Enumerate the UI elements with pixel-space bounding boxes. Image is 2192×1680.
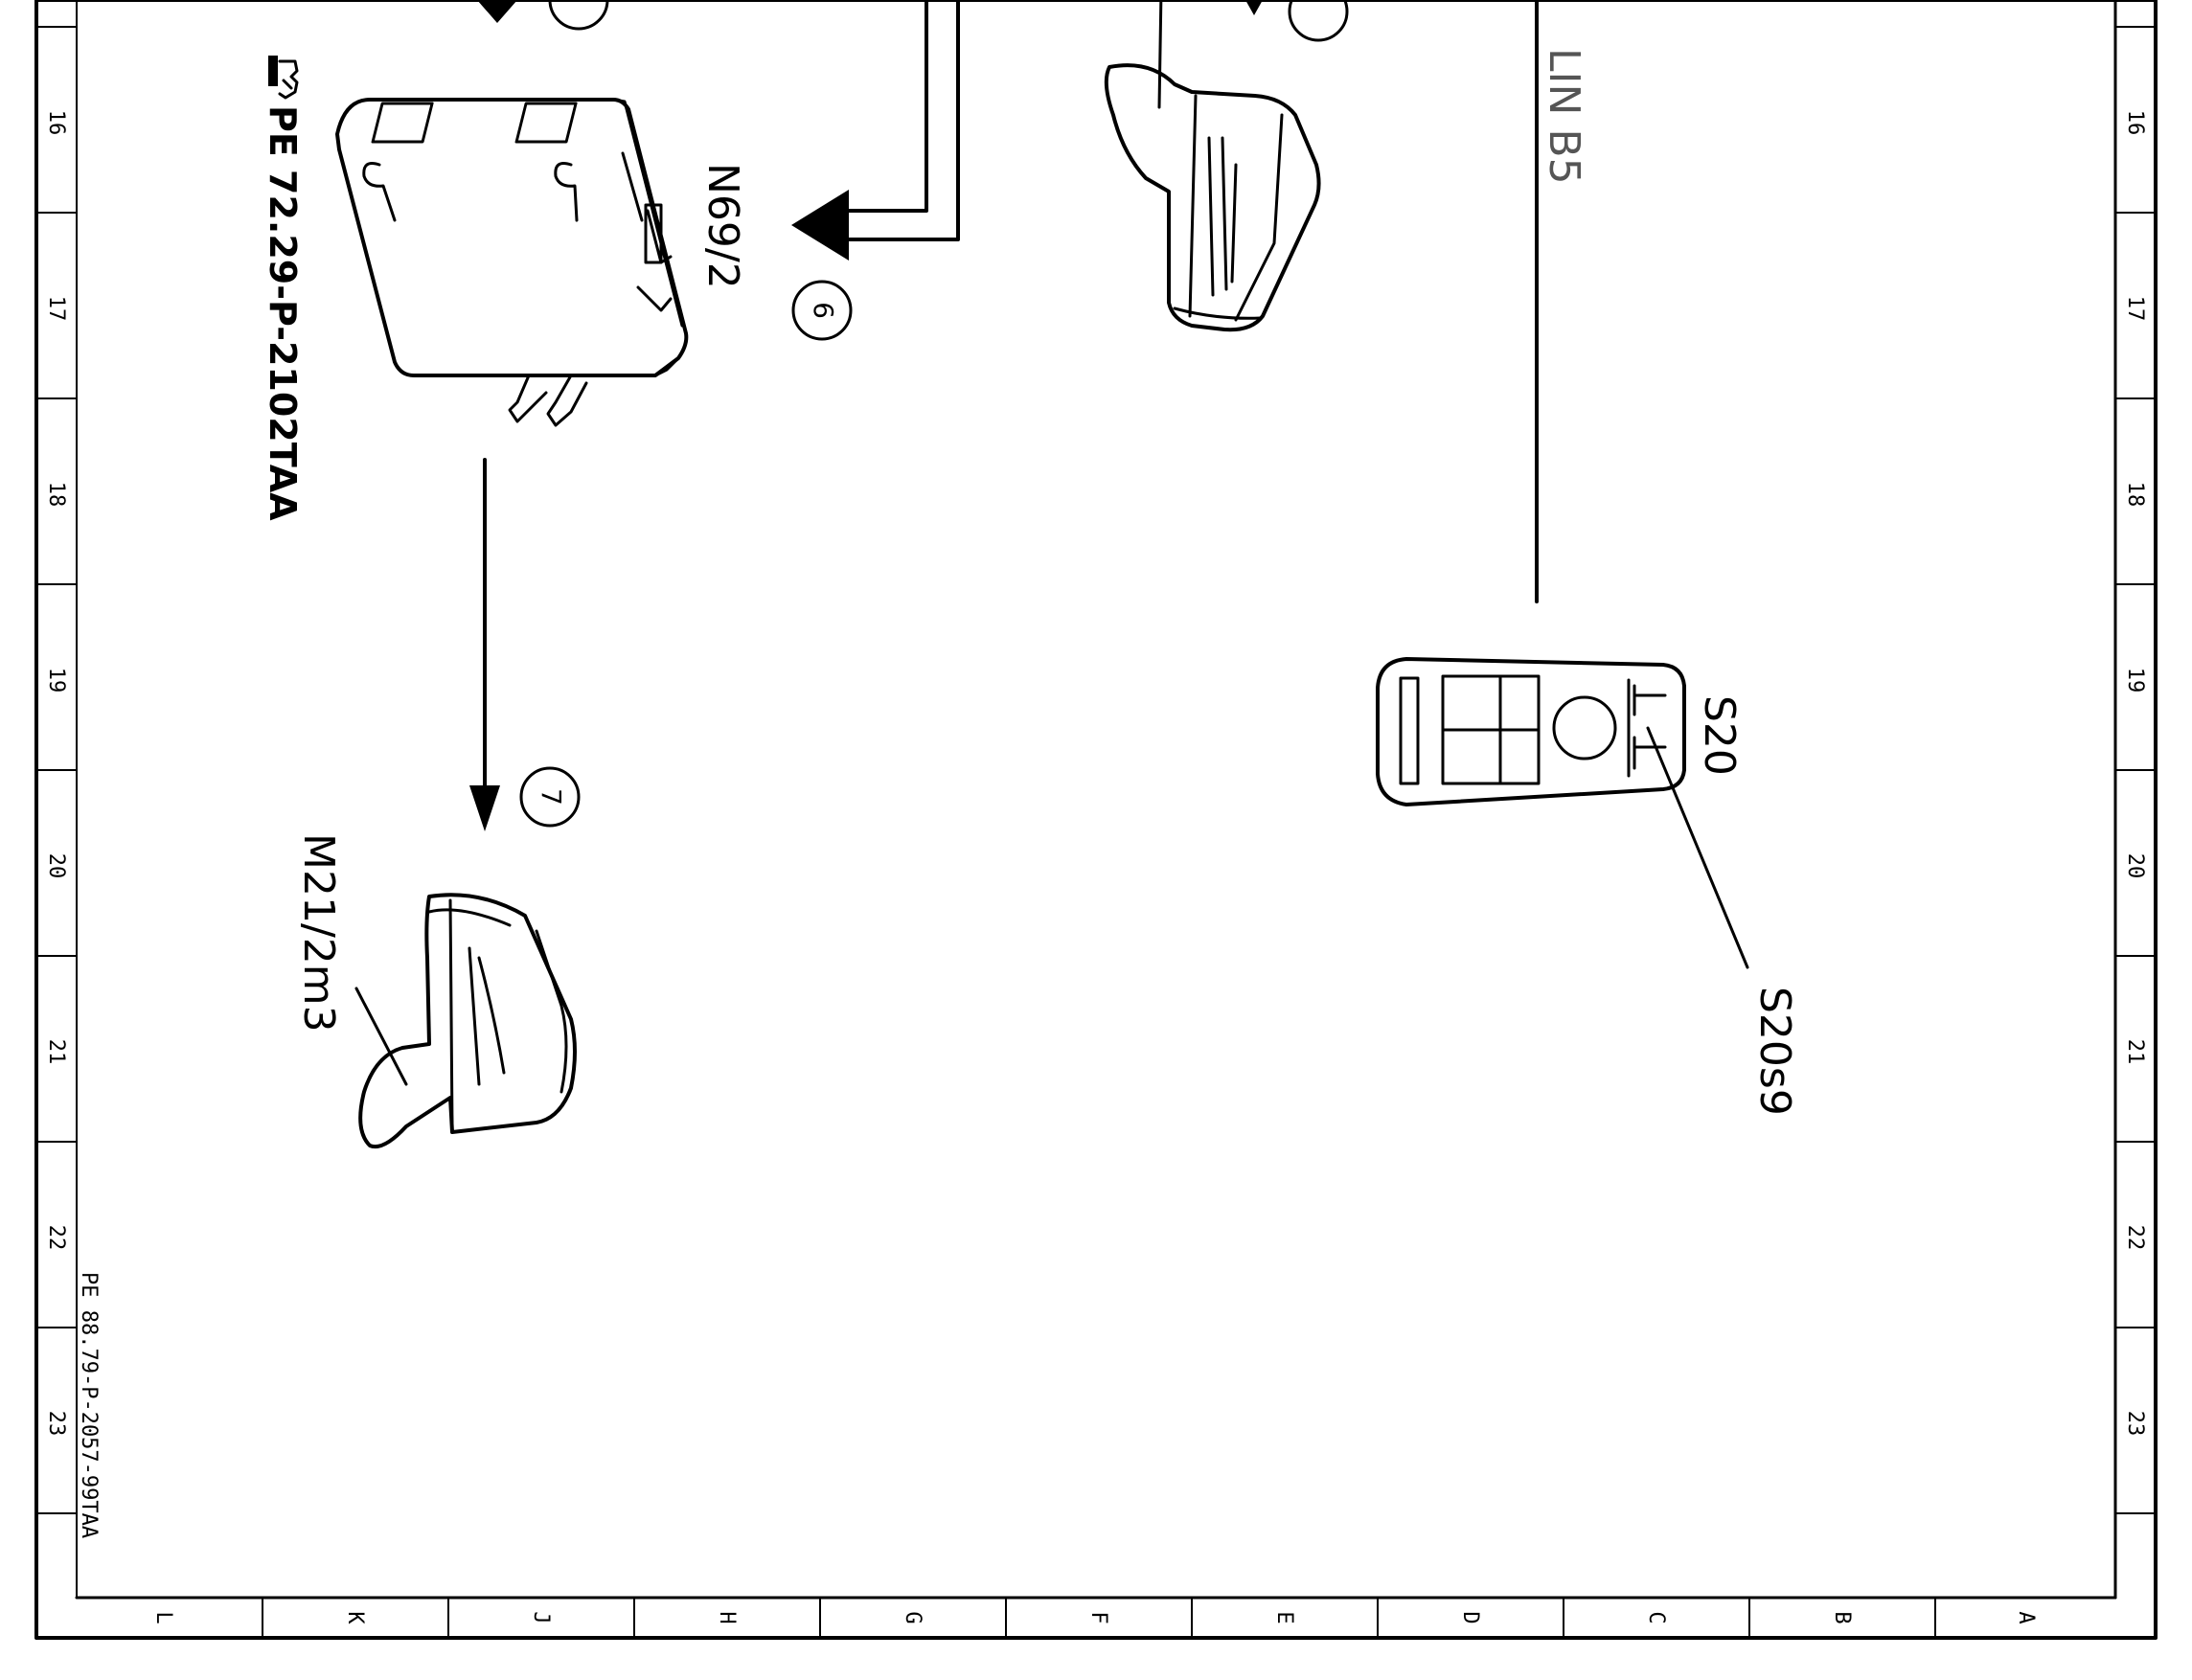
arrow-head-icon (469, 785, 500, 831)
row-number: 17 (2123, 296, 2147, 322)
column-letter: B (1830, 1611, 1854, 1623)
row-number: 19 (2123, 668, 2147, 693)
column-letter: D (1458, 1611, 1482, 1623)
wire-to-mirror-lower (469, 458, 500, 831)
row-number: 16 (44, 110, 68, 136)
row-number: 16 (2123, 110, 2147, 136)
column-letter: E (1272, 1611, 1296, 1623)
column-letter: K (343, 1611, 367, 1624)
row-number: 19 (44, 668, 68, 693)
row-number: 22 (2123, 1225, 2147, 1251)
document-reference: PE 88.79-P-2057-99TAA (77, 1272, 101, 1538)
row-number: 21 (2123, 1039, 2147, 1065)
row-number: 22 (44, 1225, 68, 1251)
row-number: 18 (2123, 482, 2147, 508)
arrow-head-icon (791, 190, 849, 261)
lin-bus-label: LIN B5 (1540, 48, 1588, 185)
row-number: 23 (44, 1411, 68, 1437)
top-partial-shapes (477, 0, 1349, 42)
column-dividers (262, 1597, 1936, 1639)
mirror-upper (1104, 0, 1321, 332)
switch-block-label: S20 (1695, 695, 1744, 776)
column-letter: H (715, 1611, 739, 1623)
switch-block-s20 (1376, 657, 1686, 806)
column-letters: L K J H G F E D C B A (151, 1611, 2038, 1624)
reference-pointer-icon (268, 56, 299, 100)
mirror-leader-line (354, 987, 408, 1086)
row-number: 20 (2123, 853, 2147, 879)
row-number: 20 (44, 853, 68, 879)
mirror-m21-2m3 (358, 893, 577, 1148)
row-number: 18 (44, 482, 68, 508)
wire-to-control-unit (791, 0, 960, 261)
column-letter: F (1086, 1611, 1110, 1623)
control-unit-label: N69/2 (698, 163, 747, 289)
control-unit-n69-2 (335, 98, 689, 427)
mirror-lower-label: M21/2m3 (294, 833, 343, 1033)
switch-button-label: S20s9 (1750, 987, 1799, 1116)
control-unit-reference: PE 72.29-P-2102TAA (262, 105, 304, 521)
callout-6: 6 (791, 280, 853, 341)
callout-7-lower: 7 (519, 766, 581, 828)
column-letter: G (901, 1611, 925, 1623)
switch-leader-line (1646, 726, 1749, 969)
column-letter: C (1644, 1611, 1668, 1623)
row-number: 21 (44, 1039, 68, 1065)
callout-number: 7 (536, 788, 567, 806)
column-letter: J (529, 1611, 553, 1623)
row-numbers-right: 16 17 18 19 20 21 22 23 (2123, 110, 2147, 1437)
row-numbers-left: 16 17 18 19 20 21 22 23 (44, 110, 68, 1437)
row-number: 23 (2123, 1411, 2147, 1437)
column-letter: L (151, 1611, 175, 1623)
row-number: 17 (44, 296, 68, 322)
row-dividers (35, 26, 2157, 1514)
column-letter: A (2014, 1611, 2038, 1623)
drawing-frame (34, 0, 2158, 1640)
callout-number: 6 (808, 302, 839, 319)
